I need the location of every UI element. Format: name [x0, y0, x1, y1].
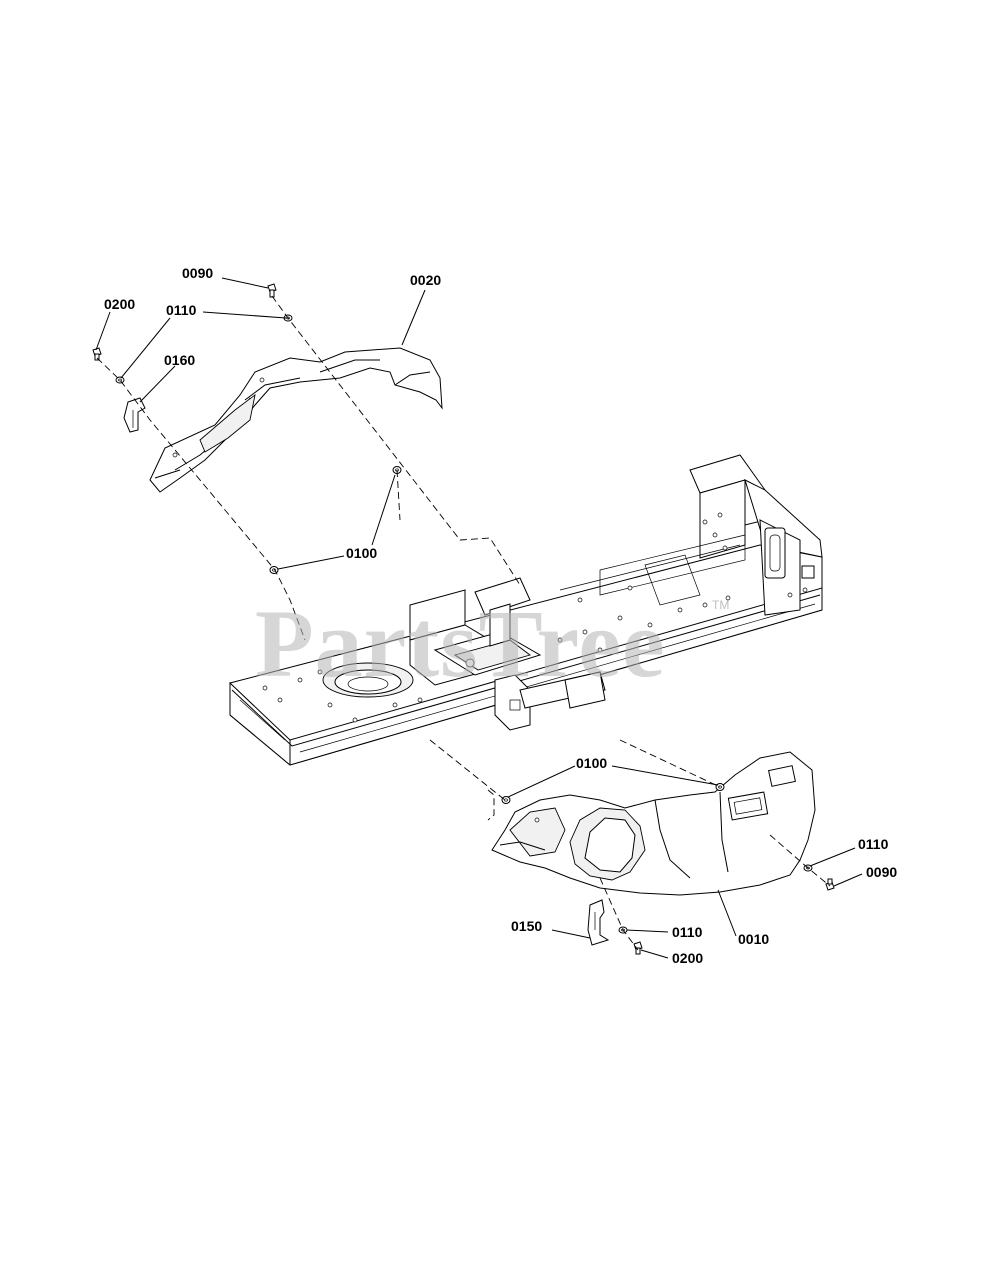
- hardware: [92, 283, 835, 955]
- callout-0020: 0020: [410, 272, 442, 288]
- frame-holes: [262, 512, 808, 723]
- callout-0160: 0160: [164, 352, 196, 368]
- partstree-watermark: PartsTree: [255, 590, 666, 697]
- callout-0090-right: 0090: [866, 864, 898, 880]
- leader-lines: [95, 277, 863, 959]
- lower-fender-0010: [491, 751, 816, 896]
- assembly-lines: [96, 295, 831, 951]
- trademark-mark: TM: [712, 598, 730, 612]
- callout-0150: 0150: [511, 918, 543, 934]
- callout-0200-top: 0200: [104, 296, 136, 312]
- callout-0010: 0010: [738, 931, 770, 947]
- upper-fender-0020: [149, 347, 443, 493]
- callout-0100-bottom: 0100: [576, 755, 608, 771]
- callout-0100-left: 0100: [346, 545, 378, 561]
- callout-0200-bottom: 0200: [672, 950, 704, 966]
- chassis-frame: [229, 454, 823, 766]
- callout-0090-top: 0090: [182, 265, 214, 281]
- bracket-0150: [587, 899, 610, 946]
- callout-0110-right: 0110: [858, 836, 889, 852]
- bracket-0160: [123, 397, 146, 433]
- callout-0110-top: 0110: [166, 302, 197, 318]
- callout-0110-bottom: 0110: [672, 924, 703, 940]
